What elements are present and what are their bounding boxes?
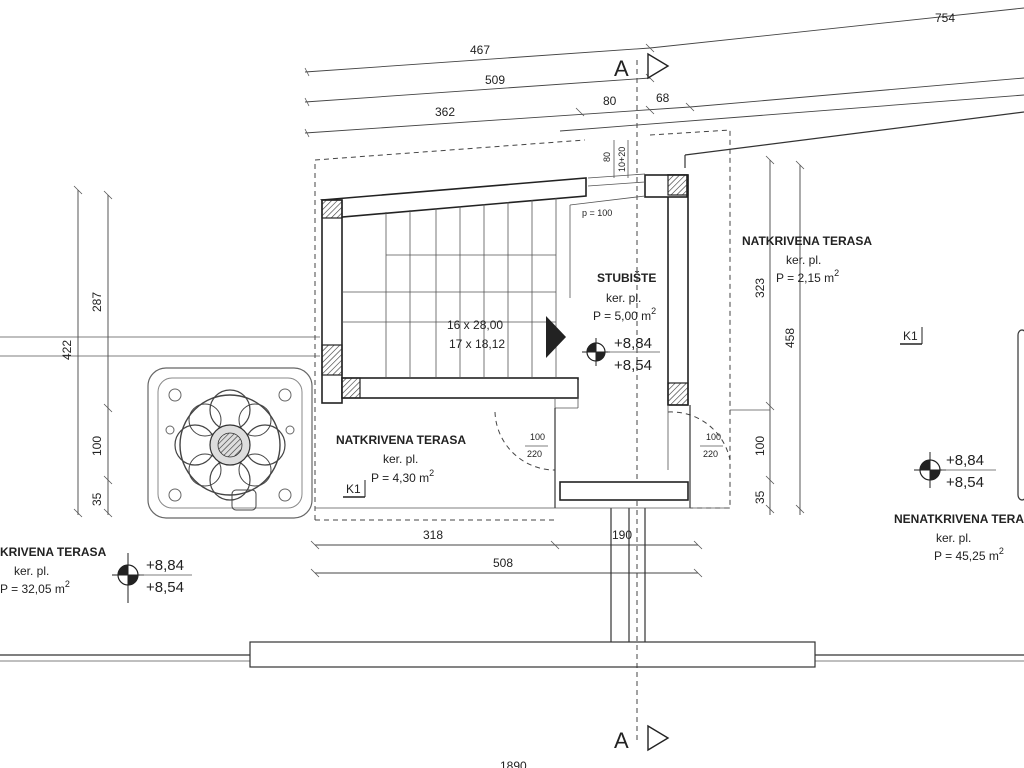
door-right-width: 100	[706, 432, 721, 442]
dim-80: 80	[603, 94, 617, 108]
dim-v323: 323	[753, 278, 767, 298]
room-stubiste-floor: ker. pl.	[606, 291, 641, 305]
right-building-outline	[684, 111, 1024, 501]
room-terrace-left-floor: ker. pl.	[14, 564, 49, 578]
dim-508: 508	[493, 556, 513, 570]
level-marker-left	[112, 553, 144, 603]
level-stubiste-top: +8,84	[614, 335, 652, 352]
room-terrace-covered-right-area: P = 2,15 m2	[776, 268, 839, 285]
dim-v80: 80	[602, 152, 612, 162]
level-marker-right	[914, 452, 946, 488]
top-dimension-lines	[304, 7, 1024, 138]
dim-754: 754	[935, 11, 955, 25]
dim-v35-left: 35	[90, 492, 104, 506]
dim-v422: 422	[60, 340, 74, 360]
level-left-bottom: +8,54	[146, 579, 184, 596]
stair-size-1: 16 x 28,00	[447, 318, 503, 332]
room-terrace-covered-center-name: NATKRIVENA TERASA	[336, 433, 466, 447]
dim-v100-left: 100	[90, 436, 104, 456]
room-terrace-open-right-floor: ker. pl.	[936, 531, 971, 545]
dashed-outline-left	[314, 139, 586, 520]
section-marker-top	[647, 52, 670, 80]
bottom-dimension-lines	[310, 540, 703, 578]
section-label-bottom: A	[614, 728, 629, 753]
bottom-parapet	[0, 507, 1024, 668]
dim-68: 68	[656, 91, 670, 105]
dim-467: 467	[470, 43, 490, 57]
tag-k1-center: K1	[346, 482, 361, 496]
section-label-top: A	[614, 56, 629, 81]
level-right-bottom: +8,54	[946, 474, 984, 491]
tag-k1-center-box	[343, 480, 366, 498]
tag-k1-right-box	[900, 327, 923, 345]
dim-v100-right: 100	[753, 436, 767, 456]
dim-509: 509	[485, 73, 505, 87]
dim-v458: 458	[783, 328, 797, 348]
room-terrace-covered-center-floor: ker. pl.	[383, 452, 418, 466]
room-terrace-open-right-area: P = 45,25 m2	[934, 546, 1004, 563]
room-terrace-covered-center-area: P = 4,30 m2	[371, 468, 434, 485]
room-terrace-covered-right-name: NATKRIVENA TERASA	[742, 234, 872, 248]
stair-direction-arrow	[546, 316, 566, 358]
level-stubiste-bottom: +8,54	[614, 357, 652, 374]
dim-v287: 287	[90, 292, 104, 312]
dim-318: 318	[423, 528, 443, 542]
room-stubiste-name: STUBIŠTE	[597, 270, 656, 285]
right-vertical-dims	[730, 155, 805, 515]
dim-362: 362	[435, 105, 455, 119]
room-terrace-left-name: KRIVENA TERASA	[0, 545, 107, 559]
hot-tub	[147, 367, 313, 519]
stair-size-2: 17 x 18,12	[449, 337, 505, 351]
door-left-height: 220	[527, 449, 542, 459]
level-left-top: +8,84	[146, 557, 184, 574]
stair-treads	[342, 195, 646, 378]
dim-v1020: 10+20	[617, 147, 627, 172]
left-vertical-dims	[0, 185, 320, 518]
door-left-width: 100	[530, 432, 545, 442]
door-swings	[494, 405, 731, 508]
tag-k1-right: K1	[903, 329, 918, 343]
dim-1890: 1890	[500, 759, 527, 768]
room-stubiste-area: P = 5,00 m2	[593, 306, 656, 323]
room-terrace-open-right-name: NENATKRIVENA TERA	[894, 512, 1024, 526]
dim-p100: p = 100	[582, 208, 612, 218]
dim-v35-right: 35	[753, 490, 767, 504]
room-terrace-left-area: P = 32,05 m2	[0, 579, 70, 596]
room-terrace-covered-right-floor: ker. pl.	[786, 253, 821, 267]
section-marker-bottom	[647, 724, 670, 752]
stair-top-vertical-dims	[587, 140, 646, 187]
stair-room-walls	[320, 174, 689, 409]
level-right-top: +8,84	[946, 452, 984, 469]
door-right-height: 220	[703, 449, 718, 459]
dim-190: 190	[612, 528, 632, 542]
level-marker-stubiste	[582, 338, 610, 366]
